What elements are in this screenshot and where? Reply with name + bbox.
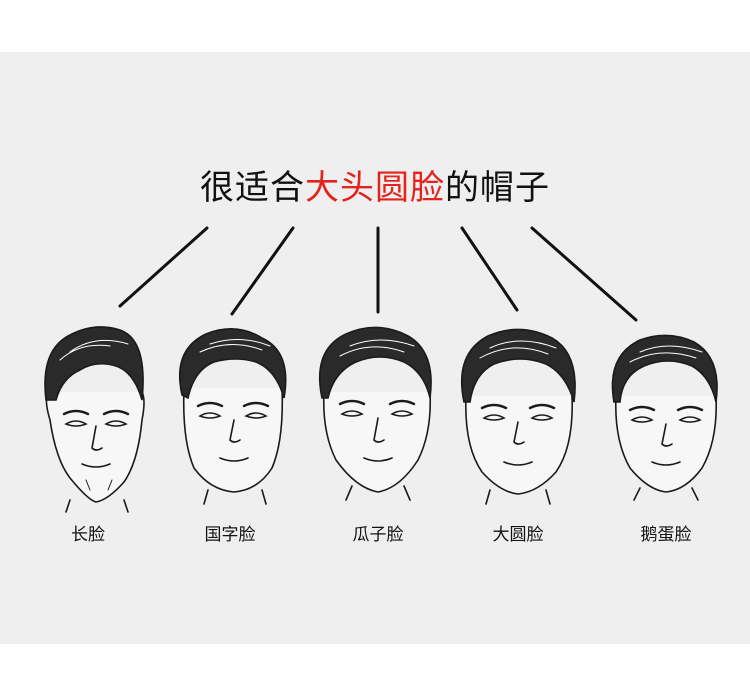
- face-label-long: 长脸: [71, 525, 105, 545]
- face-square-illustration: [178, 328, 287, 505]
- face-long-illustration: [44, 326, 145, 513]
- pointer-line-2: [230, 226, 295, 316]
- pointer-lines: [118, 226, 638, 322]
- face-oval-illustration: [611, 334, 718, 501]
- pointer-line-1: [118, 226, 209, 308]
- title-part1: 很适合: [200, 168, 305, 208]
- face-label-big-round: 大圆脸: [492, 525, 544, 545]
- title-highlight: 大头圆脸: [305, 168, 445, 208]
- face-oval-pointed-illustration: [318, 326, 432, 501]
- face-round-illustration: [460, 328, 576, 505]
- face-label-oval: 鹅蛋脸: [640, 525, 692, 545]
- page-title: 很适合大头圆脸的帽子: [0, 160, 750, 209]
- face-label-melon-seed: 瓜子脸: [352, 525, 404, 545]
- pointer-line-5: [530, 226, 638, 322]
- title-part2: 的帽子: [445, 168, 550, 208]
- pointer-line-4: [460, 226, 519, 312]
- face-label-square: 国字脸: [204, 525, 256, 545]
